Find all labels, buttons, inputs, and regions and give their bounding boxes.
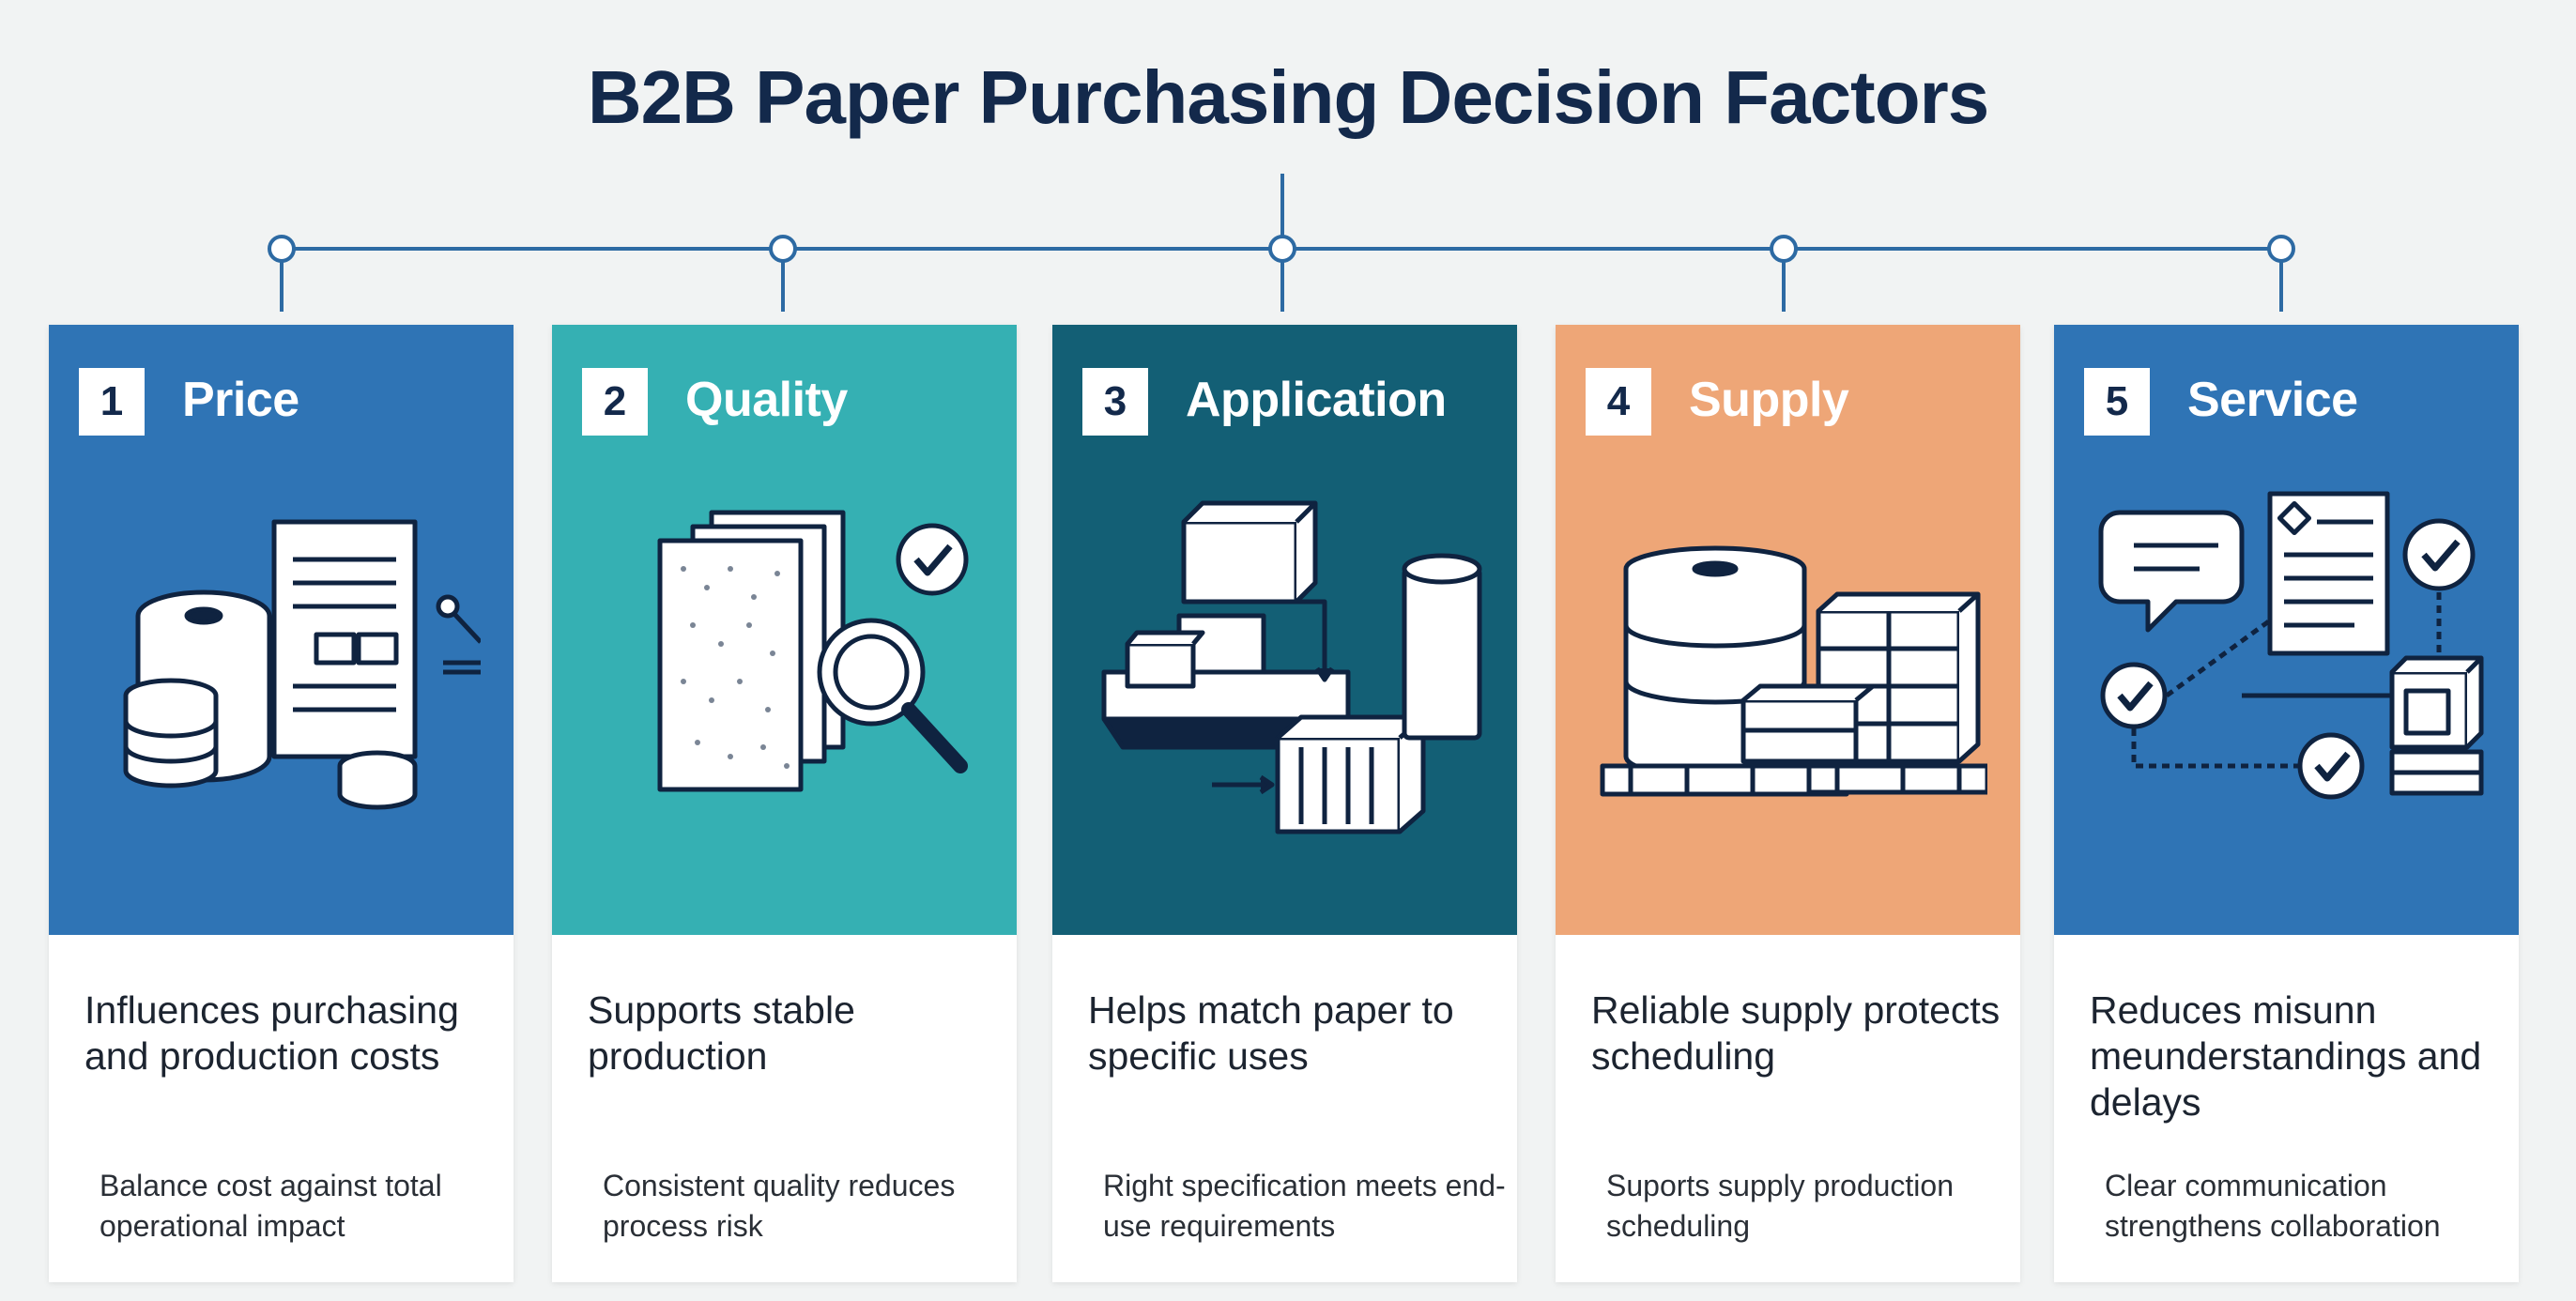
timeline-node [1268,235,1296,263]
factor-headline: Supports stable production [588,988,855,1078]
factor-number-badge: 3 [1082,368,1148,436]
factor-headline: Influences purchasing and production cos… [84,988,459,1078]
timeline-node [1770,235,1798,263]
factor-title: Service [2187,373,2358,427]
paper-roll-invoice-icon [123,519,481,810]
factor-card-application: 3 Application [1052,325,1517,1282]
factor-number-badge: 4 [1586,368,1651,436]
factor-card-header: 5 Service [2054,325,2519,935]
factor-headline: Reliable supply protects scheduling [1591,988,2001,1078]
factor-detail: Right specification meets end-use requir… [1103,1169,1506,1243]
factor-card-service: 5 Service [2054,325,2519,1282]
factor-detail: Suports supply production scheduling [1606,1169,1954,1243]
factor-title: Quality [685,373,848,427]
factor-card-header: 1 Price [49,325,514,935]
factor-detail: Consistent quality reduces process risk [603,1169,956,1243]
factor-number-badge: 5 [2084,368,2150,436]
factor-headline: Helps match paper to specific uses [1088,988,1454,1078]
factor-title: Application [1186,373,1447,427]
factor-title: Price [182,373,299,427]
factor-headline: Reduces misunn mеunderstandings and dela… [2090,988,2482,1124]
factor-title: Supply [1689,373,1849,427]
factor-card-header: 3 Application [1052,325,1517,935]
factor-number-badge: 2 [582,368,648,436]
factor-card-supply: 4 Supply Relia [1556,325,2020,1282]
factor-card-header: 2 Quality [552,325,1017,935]
factor-number-badge: 1 [79,368,145,436]
pallet-stock-icon [1600,545,1987,797]
factor-card-price: 1 Price [49,325,514,1282]
factor-card-header: 4 Supply [1556,325,2020,935]
factor-card-quality: 2 Quality S [552,325,1017,1282]
timeline-connector [268,174,2295,312]
timeline-node [2267,235,2295,263]
page-title: B2B Paper Purchasing Decision Factors [587,55,1989,139]
timeline-node [268,235,296,263]
factor-detail: Balance cost against total operational i… [100,1169,442,1243]
communication-checklist-icon [2098,491,2484,800]
factor-detail: Clear communication strengthens collabor… [2105,1169,2441,1243]
paper-sheets-magnifier-icon [657,510,969,792]
timeline-node [769,235,797,263]
conveyor-box-icon [1101,500,1482,834]
